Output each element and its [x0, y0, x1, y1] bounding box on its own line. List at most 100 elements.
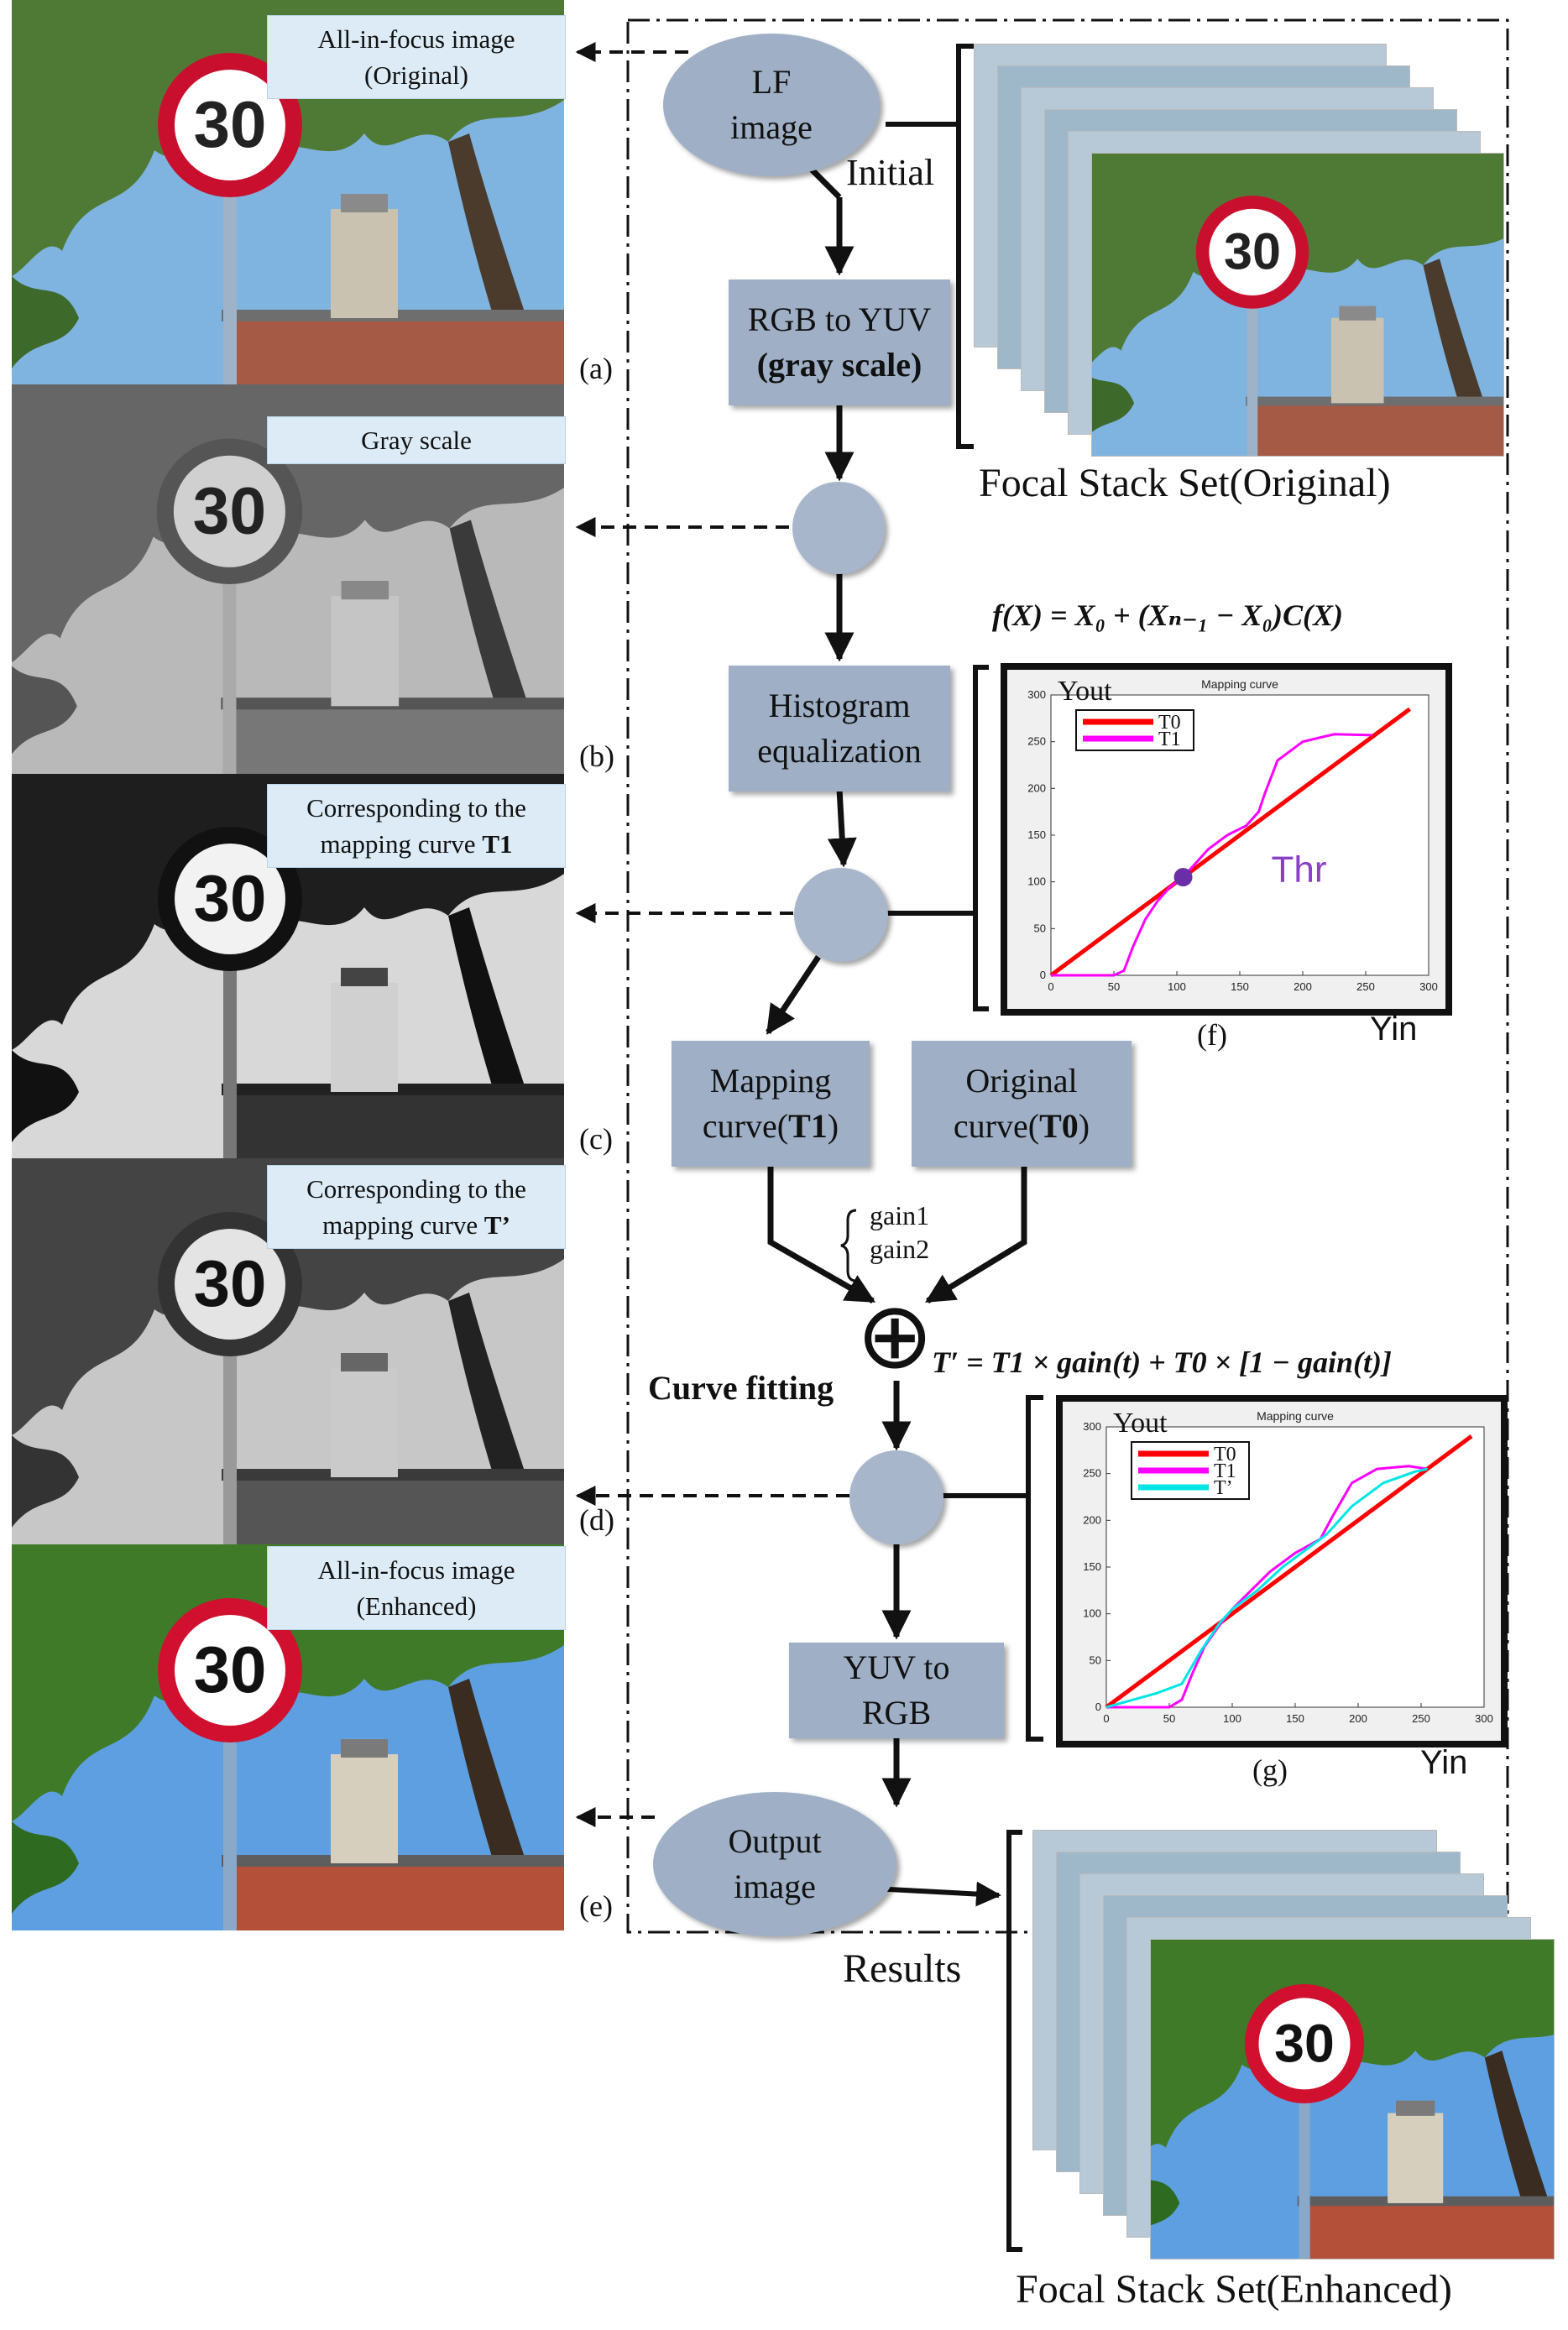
focal-stack-enhanced: 30 — [1032, 1830, 1555, 2259]
y-tick-label: 150 — [1027, 828, 1046, 841]
arrow-original-to-oplus — [925, 1165, 1027, 1303]
series-line-T1 — [1106, 1465, 1428, 1709]
y-tick-label: 50 — [1034, 922, 1046, 934]
arrow-to-mapping — [766, 955, 821, 1035]
y-tick-label: 300 — [1027, 688, 1046, 701]
arrow-output-to-stack — [872, 1881, 1001, 1907]
chart-ylabel: Yout — [1113, 1408, 1168, 1439]
speed-sign-number: 30 — [193, 474, 267, 548]
speed-sign-number: 30 — [1274, 2013, 1335, 2073]
bracket-enhanced — [1006, 1830, 1022, 2252]
y-tick-label: 250 — [1027, 735, 1046, 748]
chart-title: Mapping curve — [1201, 677, 1278, 691]
y-tick-label: 100 — [1027, 875, 1046, 888]
results-label: Results — [843, 1946, 962, 1991]
arrow-mapping-to-oplus — [767, 1165, 876, 1304]
series-line-T0 — [1105, 1434, 1473, 1710]
chart-f-xlabel: Yin — [1370, 1011, 1418, 1047]
series-line-T0 — [1049, 707, 1411, 978]
chart-g-frame: Mapping curve Yout 0 50 100 150 200 250 300 0 50 10… — [1056, 1395, 1508, 1748]
chart-g-xlabel: Yin — [1420, 1744, 1468, 1781]
arrow-lf-initial — [808, 165, 842, 200]
y-tick-label: 50 — [1090, 1653, 1101, 1666]
oplus-icon: ⊕ — [856, 1282, 934, 1389]
legend-box — [1075, 709, 1194, 751]
tag-e: (e) — [579, 1889, 613, 1923]
x-tick-label: 300 — [1475, 1712, 1493, 1725]
x-tick-label: 50 — [1163, 1712, 1175, 1725]
x-tick-label: 150 — [1286, 1712, 1304, 1725]
rgb-to-yuv-node: RGB to YUV(gray scale) — [729, 279, 950, 405]
x-tick-label: 300 — [1419, 980, 1438, 993]
stack-layer: 30 — [1091, 153, 1504, 457]
process-frame — [626, 18, 1509, 1934]
legend-label-T0: T0 — [1214, 1444, 1236, 1465]
gain-labels: gain1 gain2 — [870, 1200, 930, 1264]
bracket-chart-f — [973, 665, 989, 1011]
x-tick-label: 250 — [1412, 1712, 1430, 1725]
caption-b: Gray scale — [267, 416, 566, 464]
y-tick-label: 0 — [1040, 969, 1046, 981]
tag-d: (d) — [579, 1503, 614, 1537]
y-tick-label: 250 — [1083, 1467, 1101, 1480]
focal-stack-original-label: Focal Stack Set(Original) — [979, 461, 1391, 505]
curve-fitting-label: Curve fitting — [648, 1369, 834, 1407]
speed-sign-number: 30 — [194, 1246, 267, 1320]
chart-g: Mapping curve Yout 0 50 100 150 200 250 300 0 50 10… — [1063, 1402, 1501, 1741]
tag-a: (a) — [579, 352, 613, 385]
legend-label-T1: T1 — [1214, 1460, 1236, 1482]
y-tick-label: 150 — [1083, 1560, 1101, 1573]
y-tick-label: 200 — [1027, 781, 1046, 794]
series-line-T1 — [1051, 733, 1372, 977]
threshold-label: Thr — [1272, 849, 1327, 891]
caption-d: Corresponding to the mapping curve T’ — [267, 1165, 566, 1249]
speed-sign-number: 30 — [194, 87, 267, 161]
y-tick-label: 0 — [1095, 1700, 1101, 1713]
x-tick-label: 0 — [1103, 1712, 1109, 1725]
x-tick-label: 100 — [1223, 1712, 1241, 1725]
arrow-to-node2 — [827, 788, 857, 868]
gray-node — [792, 482, 885, 574]
caption-c: Corresponding to the mapping curve T1 — [267, 784, 566, 868]
x-tick-label: 0 — [1048, 980, 1053, 993]
chart-title: Mapping curve — [1257, 1409, 1334, 1423]
x-tick-label: 200 — [1294, 980, 1312, 993]
series-line-T’ — [1105, 1467, 1428, 1709]
focal-stack-enhanced-label: Focal Stack Set(Enhanced) — [1016, 2267, 1452, 2312]
gain-brace — [840, 1209, 857, 1283]
y-tick-label: 300 — [1083, 1420, 1101, 1433]
stack-layer: 30 — [1150, 1939, 1555, 2259]
legend-label-T’: T’ — [1214, 1477, 1233, 1499]
caption-e: All-in-focus image (Enhanced) — [267, 1546, 566, 1630]
y-tick-label: 100 — [1083, 1607, 1101, 1620]
legend-label-T0: T0 — [1158, 712, 1181, 734]
tag-c: (c) — [579, 1122, 613, 1156]
x-tick-label: 150 — [1231, 980, 1249, 993]
caption-a: All-in-focus image (Original) — [267, 15, 566, 99]
scene: 30 — [1151, 1940, 1554, 2259]
y-tick-label: 200 — [1083, 1513, 1101, 1526]
tag-b: (b) — [579, 739, 614, 773]
fx-equation: f(X) = X₀ + (Xₙ₋₁ − X₀)C(X) — [992, 598, 1343, 632]
x-tick-label: 100 — [1168, 980, 1186, 993]
chart-g-caption: (g) — [1252, 1753, 1288, 1787]
chart-f-caption: (f) — [1197, 1018, 1227, 1052]
x-tick-label: 200 — [1349, 1712, 1367, 1725]
tprime-equation: T′ = T1 × gain(t) + T0 × [1 − gain(t)] — [932, 1345, 1392, 1379]
x-tick-label: 50 — [1108, 980, 1120, 993]
scene: 30 — [1092, 154, 1503, 456]
fit-node — [849, 1450, 943, 1544]
bracket-chart-g — [1026, 1395, 1043, 1742]
speed-sign-number: 30 — [194, 1633, 267, 1706]
histeq-node — [794, 868, 888, 962]
speed-sign-number: 30 — [1224, 223, 1281, 280]
initial-label: Initial — [846, 152, 935, 193]
